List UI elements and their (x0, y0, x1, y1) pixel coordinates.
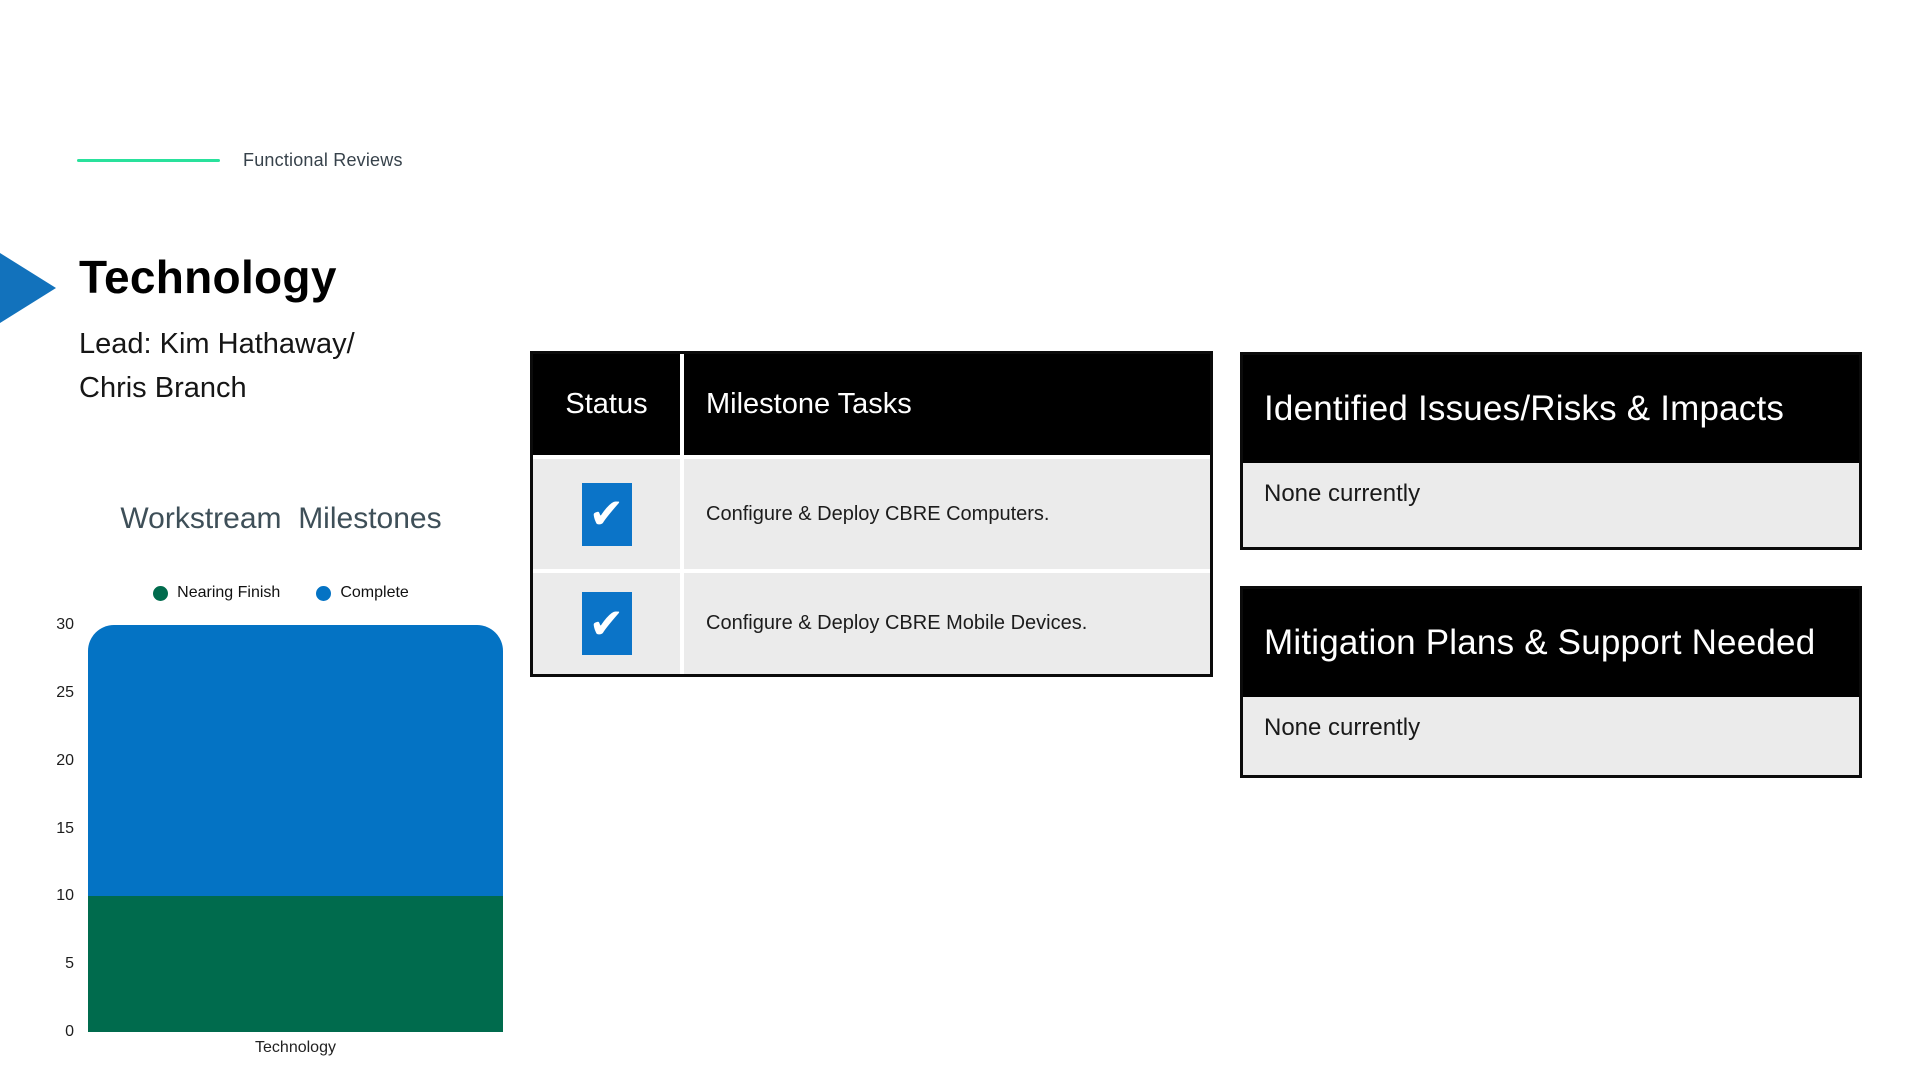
legend-item: Nearing Finish (153, 584, 280, 602)
y-tick-label: 30 (56, 616, 74, 633)
legend-item: Complete (316, 584, 409, 602)
legend-dot-icon (153, 585, 169, 601)
status-cell: ✔ (533, 459, 680, 569)
right-arrow-icon (0, 253, 56, 323)
y-tick-label: 15 (56, 819, 74, 837)
row-gap (533, 569, 1210, 573)
bar-segment-nearing-finish (88, 896, 503, 1032)
stacked-bar (88, 625, 503, 1032)
issues-box-header: Identified Issues/Risks & Impacts (1243, 355, 1859, 463)
issues-box: Identified Issues/Risks & Impacts None c… (1240, 352, 1862, 550)
table-row: ✔ Configure & Deploy CBRE Mobile Devices… (533, 573, 1210, 674)
checkmark-icon: ✔ (588, 489, 625, 538)
y-tick-label: 5 (65, 955, 74, 973)
legend-label: Nearing Finish (177, 584, 281, 601)
tasks-column-header: Milestone Tasks (706, 388, 912, 420)
table-header-row: Status Milestone Tasks (533, 354, 1210, 455)
status-column-header: Status (565, 388, 648, 420)
task-cell: Configure & Deploy CBRE Computers. (684, 459, 1210, 569)
milestone-table: Status Milestone Tasks ✔ Configure & Dep… (530, 351, 1213, 677)
task-text: Configure & Deploy CBRE Computers. (706, 502, 1050, 525)
y-tick-label: 20 (56, 751, 74, 769)
chart-legend: Nearing Finish Complete (50, 584, 512, 602)
y-tick-label: 0 (65, 1023, 74, 1040)
column-divider (680, 459, 684, 569)
checked-checkbox-icon: ✔ (581, 592, 632, 655)
bar-segment-complete (88, 625, 503, 897)
issues-box-body: None currently (1243, 463, 1859, 547)
lead-line-2: Chris Branch (79, 372, 247, 404)
y-axis: 30 25 20 15 10 5 0 (0, 616, 74, 1040)
mitigation-box-header: Mitigation Plans & Support Needed (1243, 589, 1859, 697)
legend-label: Complete (340, 584, 409, 601)
accent-line (77, 159, 220, 162)
status-cell: ✔ (533, 573, 680, 674)
checkmark-icon: ✔ (588, 598, 625, 648)
page-title: Technology (79, 251, 337, 303)
task-text: Configure & Deploy CBRE Mobile Devices. (706, 612, 1088, 634)
row-gap (533, 455, 1210, 459)
chart-title: Workstream Milestones (120, 502, 442, 535)
task-cell: Configure & Deploy CBRE Mobile Devices. (684, 573, 1210, 674)
x-axis-label: Technology (255, 1039, 336, 1056)
column-divider (680, 573, 684, 674)
column-divider (680, 354, 684, 455)
mitigation-box-body: None currently (1243, 697, 1859, 775)
y-tick-label: 25 (56, 683, 74, 701)
checked-checkbox-icon: ✔ (581, 482, 632, 546)
lead-text: Lead: Kim Hathaway/ Chris Branch (79, 322, 355, 410)
legend-dot-icon (316, 585, 332, 601)
section-label: Functional Reviews (243, 150, 403, 170)
y-tick-label: 10 (56, 887, 74, 905)
table-row: ✔ Configure & Deploy CBRE Computers. (533, 459, 1210, 569)
lead-line-1: Lead: Kim Hathaway/ (79, 328, 355, 360)
mitigation-box: Mitigation Plans & Support Needed None c… (1240, 586, 1862, 778)
